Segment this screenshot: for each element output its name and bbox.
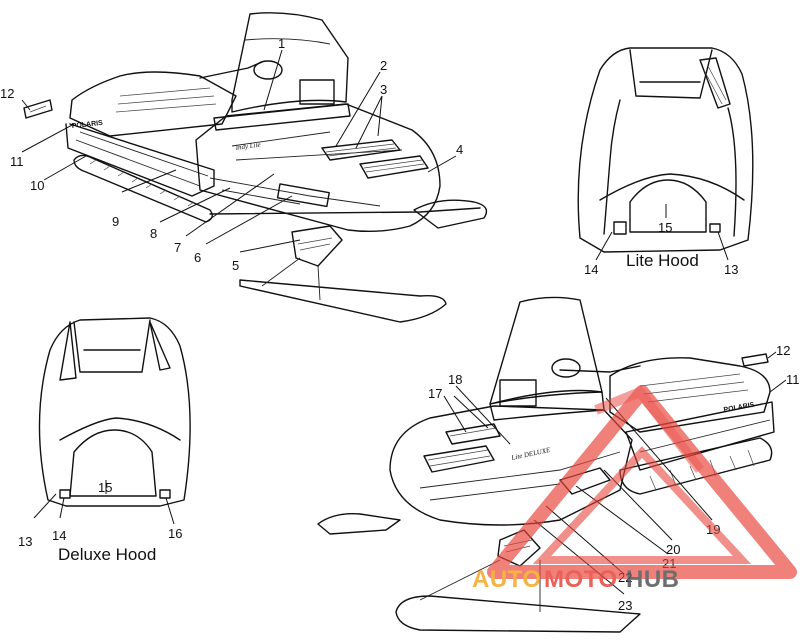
watermark-text-moto: MOTO [544,566,618,593]
watermark-triangle-outer [487,385,797,579]
watermark-text-auto: AUTO [472,566,542,593]
callout-8: 8 [150,226,157,241]
brand-decal-side: POLARIS [71,120,103,130]
callout-16: 16 [168,526,182,541]
watermark-text-hub: HUB [626,566,680,593]
callout-11-bottom: 11 [786,372,800,387]
deluxe-hood-view [38,317,191,507]
model-script-decal: Indy Lite [234,141,261,153]
callout-5: 5 [232,258,239,273]
callout-9: 9 [112,214,119,229]
model-script-deluxe-decal: Lite DELUXE [510,446,552,462]
lite-hood-caption: Lite Hood [626,251,699,270]
deluxe-hood-caption: Deluxe Hood [58,545,156,564]
callout-10: 10 [30,178,44,193]
callout-14-deluxe: 14 [52,528,66,543]
callout-15-deluxe: 15 [98,480,112,495]
snowmobile-top-view: Indy Lite POLARIS [23,12,488,323]
callout-1: 1 [278,36,285,51]
brand-decal-rear: POLARIS [723,402,755,414]
callout-20: 20 [666,542,680,557]
callout-numbers: 1 2 3 4 5 6 7 8 9 10 11 12 13 14 15 13 1… [0,36,800,613]
automotohub-watermark: AUTO MOTO HUB [472,385,797,593]
callout-11-top: 11 [10,154,24,169]
callout-7: 7 [174,240,181,255]
callout-23: 23 [618,598,632,613]
callout-12-bottom: 12 [776,343,790,358]
watermark-triangle-inner [532,446,752,564]
callout-13-lite: 13 [724,262,738,277]
callout-12-top: 12 [0,86,14,101]
callout-3: 3 [380,82,387,97]
callout-2: 2 [380,58,387,73]
lite-hood-view [577,47,754,253]
callout-18: 18 [448,372,462,387]
callout-14-lite: 14 [584,262,598,277]
callout-15-lite: 15 [658,220,672,235]
callout-4: 4 [456,142,463,157]
callout-13-deluxe: 13 [18,534,32,549]
callout-6: 6 [194,250,201,265]
callout-17: 17 [428,386,442,401]
